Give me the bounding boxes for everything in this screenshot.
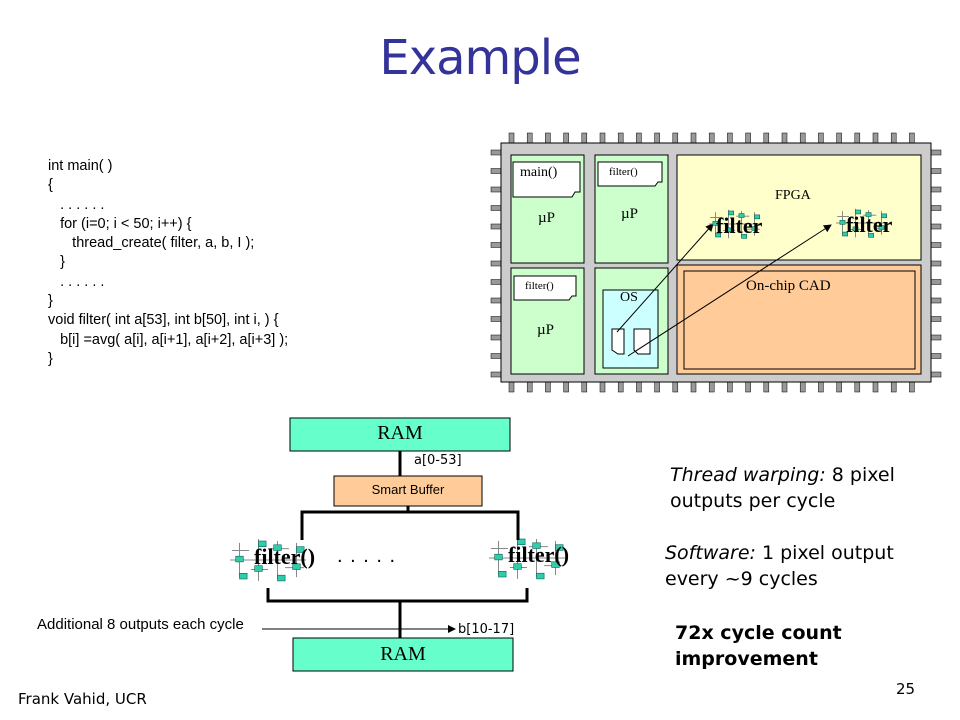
arrow-to-filter-1 [616,223,714,333]
additional-outputs-note: Additional 8 outputs each cycle [37,616,244,633]
thread-doc-2 [633,328,651,355]
cpu-3-func-label: filter() [525,280,554,292]
input-range-label: a[0-53] [414,453,462,468]
fpga-label: FPGA [775,188,811,203]
cad-block-inner [683,270,916,370]
arrow-to-filter-2 [627,224,832,357]
cad-label: On-chip CAD [746,278,831,294]
thread-doc-1 [611,328,625,355]
cpu-2-func-label: filter() [609,166,638,178]
code-line: . . . . . . [48,273,105,290]
code-line: } [48,293,53,310]
cpu-1-func-label: main() [520,165,558,180]
ram-bottom-label: RAM [380,643,426,665]
right-filter-label: filter() [508,542,570,567]
func-tag-filter-1 [597,161,663,187]
code-line: thread_create( filter, a, b, I ); [48,235,255,252]
chip-pins [490,132,942,393]
right-filter-circuit [489,537,565,580]
code-line: void filter( int a[53], int b[50], int i… [48,312,279,329]
func-tag-filter-2 [513,275,577,301]
code-line: int main( ) [48,158,113,174]
page-number: 25 [896,680,916,698]
software-term: Software: [665,542,756,564]
output-range-label: b[10-17] [458,622,515,637]
fpga-filter-circuit-2 [836,208,888,238]
code-line: b[i] =avg( a[i], a[i+1], a[i+2], a[i+3] … [48,331,289,348]
code-line: for (i=0; i < 50; i++) { [48,215,192,232]
left-filter-label: filter() [254,544,316,569]
ram-top-label: RAM [377,422,423,444]
software-note: Software: 1 pixel output every ~9 cycles [665,540,935,592]
ram-bottom-block [292,637,514,672]
code-line: } [48,254,65,271]
func-tag-main [512,161,581,198]
bus-to-right-filter [408,510,520,540]
author-footer: Frank Vahid, UCR [18,690,147,708]
improvement-note: 72x cycle count improvement [675,622,842,670]
software-text: 1 pixel output every ~9 cycles [665,542,894,590]
left-filter-circuit [230,539,306,582]
cpu-3-label: µP [537,322,554,338]
filters-ellipsis: . . . . . [337,545,397,567]
os-label: OS [620,290,638,305]
smart-buffer-block [333,475,483,507]
code-block: int main( ) { . . . . . . for (i=0; i < 5… [48,157,288,369]
thread-warping-note: Thread warping: 8 pixel outputs per cycl… [670,462,940,514]
code-line: . . . . . . [48,196,105,213]
bus-from-filters [266,588,529,603]
fpga-filter-1-label: filter [716,213,763,238]
fpga-filter-circuit-1 [709,209,761,239]
bus-to-left-filter [300,506,410,540]
cpu-2-label: µP [621,206,638,222]
smart-buffer-label: Smart Buffer [371,482,445,497]
code-line: { [48,177,53,194]
code-line: } [48,350,53,367]
thread-warping-term: Thread warping: [670,464,826,486]
fpga-filter-2-label: filter [846,212,893,237]
slide-title: Example [379,30,581,86]
thread-warping-text: 8 pixel outputs per cycle [670,464,895,512]
cpu-1-label: µP [538,210,555,226]
fpga-block [676,154,922,261]
